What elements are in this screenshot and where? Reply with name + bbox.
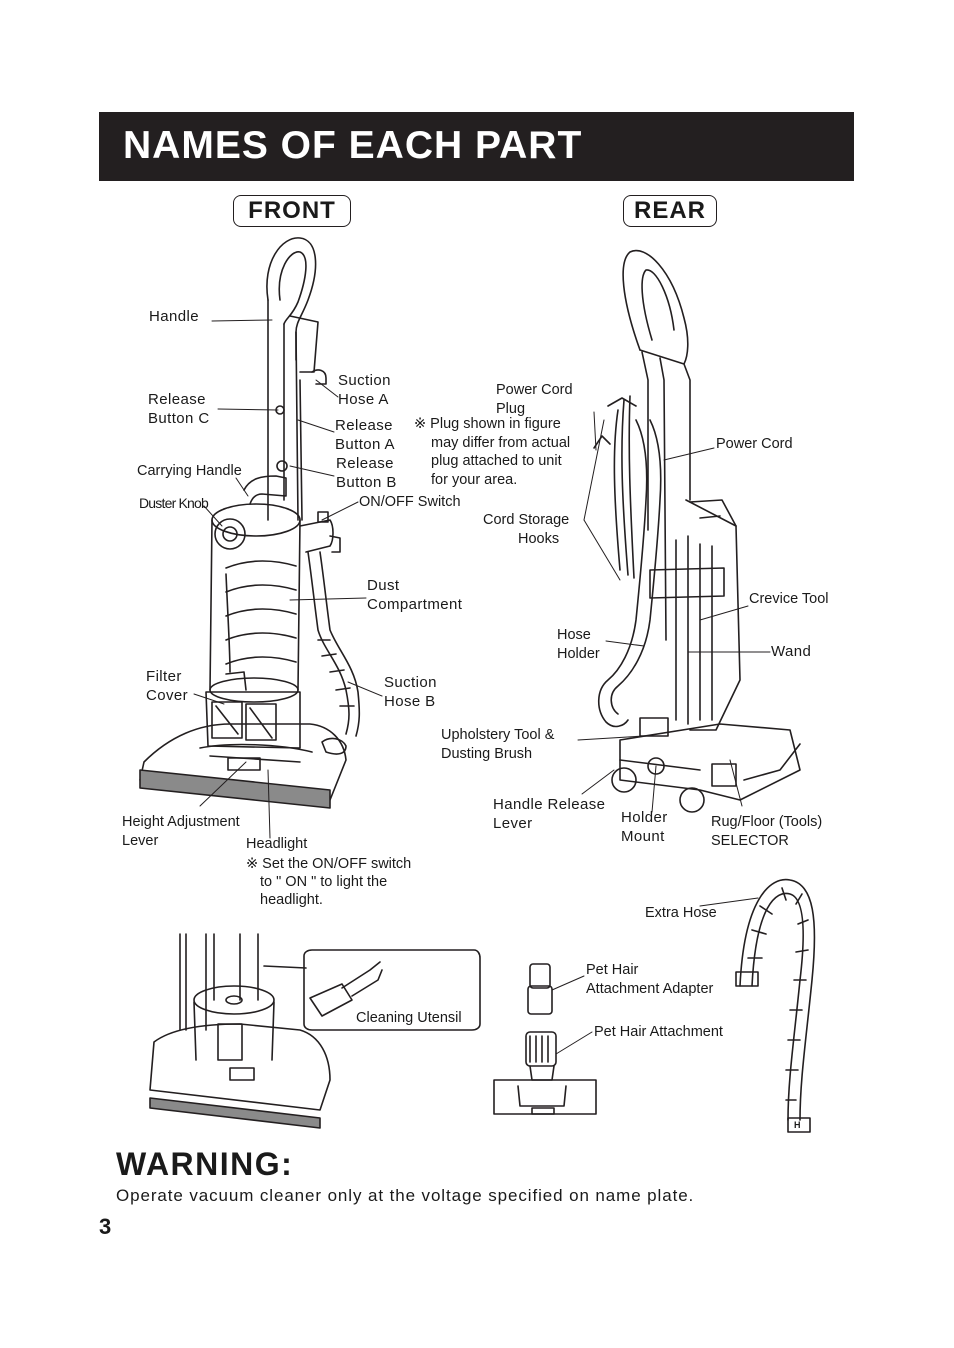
leader-lines bbox=[193, 319, 771, 1055]
label-on-off-switch: ON/OFF Switch bbox=[359, 494, 461, 510]
rear-vacuum-drawing bbox=[593, 249, 801, 813]
title-bar: NAMES OF EACH PART bbox=[99, 112, 854, 181]
label-headlight: Headlight bbox=[246, 836, 308, 852]
hose-tag: H bbox=[794, 1120, 801, 1130]
front-view-label: FRONT bbox=[233, 195, 351, 227]
label-carrying-handle: Carrying Handle bbox=[137, 463, 242, 479]
headlight-note: ※ Set the ON/OFF switch to " ON " to lig… bbox=[246, 856, 412, 908]
cleaning-utensil-vacuum-drawing bbox=[149, 933, 331, 1129]
label-handle: Handle bbox=[149, 308, 199, 325]
label-duster-knob: Duster Knob bbox=[139, 495, 209, 511]
label-cleaning-utensil: Cleaning Utensil bbox=[356, 1010, 462, 1026]
label-extra-hose: Extra Hose bbox=[645, 905, 717, 921]
label-crevice-tool: Crevice Tool bbox=[749, 591, 829, 607]
label-cord-storage-hooks: Cord Storage Hooks bbox=[483, 512, 570, 547]
front-vacuum-drawing bbox=[139, 237, 361, 809]
warning-title: WARNING: bbox=[116, 1146, 294, 1182]
plug-note: ※ Plug shown in figure may differ from a… bbox=[414, 416, 571, 488]
pet-hair-adapter-drawing bbox=[527, 963, 553, 1015]
label-rug-floor-selector: Rug/Floor (Tools)SELECTOR bbox=[711, 814, 823, 849]
rear-view-label: REAR bbox=[623, 195, 717, 227]
pet-hair-attachment-drawing bbox=[493, 1031, 597, 1115]
extra-hose-drawing bbox=[735, 878, 816, 1133]
label-wand: Wand bbox=[771, 643, 812, 660]
page-number: 3 bbox=[99, 1214, 112, 1239]
label-pet-hair-attachment: Pet Hair Attachment bbox=[594, 1024, 723, 1040]
label-power-cord: Power Cord bbox=[716, 436, 793, 452]
warning-text: Operate vacuum cleaner only at the volta… bbox=[116, 1186, 695, 1205]
label-upholstery-tool: Upholstery Tool &Dusting Brush bbox=[441, 727, 555, 762]
page-title: NAMES OF EACH PART bbox=[123, 124, 583, 167]
